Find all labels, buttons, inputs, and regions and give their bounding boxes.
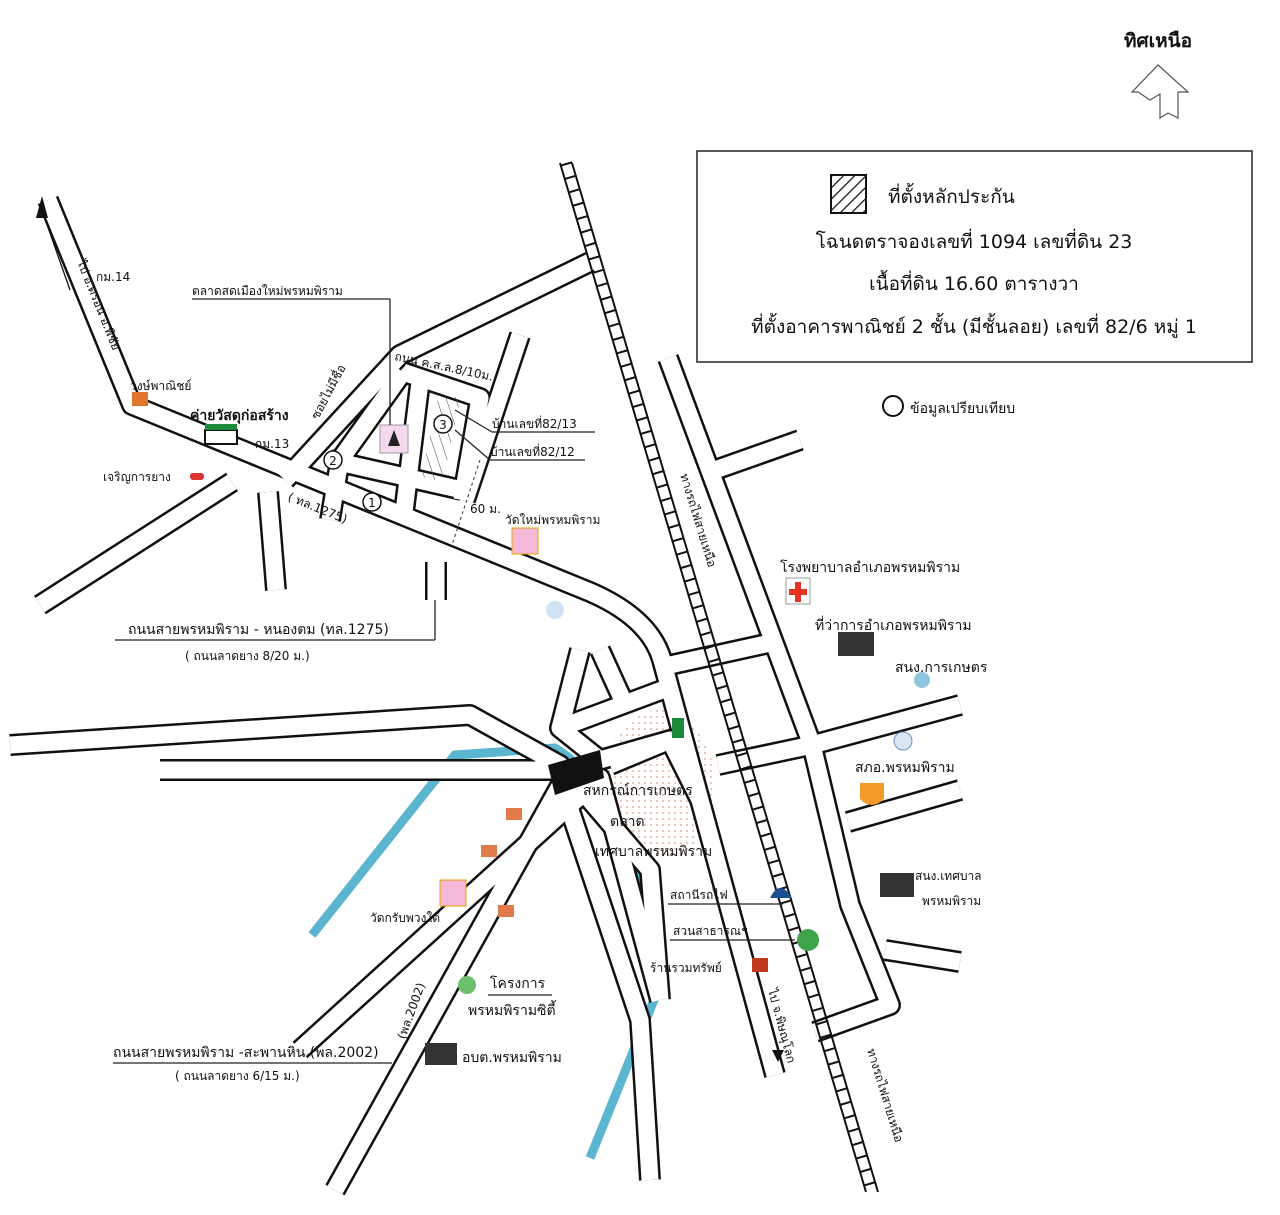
- house-icon: [506, 808, 522, 820]
- project-label-2: พรหมพิรามซิตี้: [468, 1000, 557, 1019]
- north-arrow-icon: [1130, 64, 1190, 120]
- road2002-spec: ( ถนนลาดยาง 6/15 ม.): [175, 1069, 300, 1083]
- coop-label: สหกรณ์การเกษตร: [583, 782, 693, 799]
- legend-collateral: ที่ตั้งหลักประกัน: [888, 183, 1015, 208]
- comparison-point-3: 3: [433, 414, 453, 434]
- house-8212-label: บ้านเลขที่82/12: [490, 443, 575, 459]
- police-label: สภอ.พรหมพิราม: [855, 760, 955, 776]
- warehouse-icon: [204, 429, 238, 445]
- railway: [559, 161, 879, 1194]
- railway-label-2: ทางรถไฟสายเหนือ: [864, 1047, 906, 1144]
- agri-office-label: สนง.การเกษตร: [895, 660, 988, 676]
- collateral-plot: [421, 393, 461, 482]
- park-icon: [797, 929, 819, 951]
- arrow-up-icon: [36, 196, 48, 218]
- legend-area: เนื้อที่ดิน 16.60 ตารางวา: [869, 270, 1079, 295]
- hatch-icon: [830, 174, 867, 214]
- district-office-label: ที่ว่าการอำเภอพรหมพิราม: [815, 616, 972, 634]
- project-label-1: โครงการ: [490, 975, 546, 992]
- comparison-circle-icon: [882, 395, 904, 417]
- house-icon-3: [498, 905, 514, 917]
- store-icon: [672, 718, 684, 738]
- muni-office-label-1: สนง.เทศบาล: [915, 869, 982, 883]
- arrow-down-icon: [772, 1050, 784, 1062]
- construction-shop-label: ค่ายวัสดุก่อสร้าง: [190, 408, 289, 424]
- road2002-name: ถนนสายพรหมพิราม -สะพานหิน (พล.2002): [113, 1045, 379, 1061]
- ruam-sap-label: ร้านรวมทรัพย์: [650, 961, 722, 975]
- project-icon: [458, 976, 476, 994]
- comparison-point-2: 2: [323, 450, 343, 470]
- house-8213-label: บ้านเลขที่82/13: [492, 415, 577, 431]
- park-label: สวนสาธารณฯ: [673, 924, 748, 938]
- wong-panich-label: วงษ์พาณิชย์: [130, 379, 191, 393]
- wat-mai-label: วัดใหม่พรหมพิราม: [505, 513, 600, 527]
- svg-text:3: 3: [439, 418, 447, 432]
- market-new-label: ตลาดสดเมืองใหม่พรหมพิราม: [192, 284, 343, 298]
- distance-marker: [451, 459, 481, 546]
- legend-box: [696, 150, 1253, 363]
- shop-icon: [132, 392, 148, 406]
- distance-label: 60 ม.: [470, 502, 501, 516]
- building-icon: [838, 632, 874, 656]
- comparison-point-1: 1: [362, 492, 382, 512]
- hospital-label: โรงพยาบาลอำเภอพรหมพิราม: [780, 559, 960, 576]
- km13-label: กม.13: [255, 437, 289, 451]
- train-icon: [770, 888, 792, 898]
- road1275-name: ถนนสายพรหมพิราม - หนองตม (ทล.1275): [128, 622, 389, 638]
- muni-office-label-2: พรหมพิราม: [922, 894, 981, 908]
- building-icon-2: [880, 873, 914, 897]
- house-icon-2: [481, 845, 497, 857]
- police-shield-icon: [860, 783, 884, 805]
- market-muni-label-2: เทศบาลพรหมพิราม: [595, 844, 712, 860]
- legend-deed: โฉนดตราจองเลขที่ 1094 เลขที่ดิน 23: [816, 228, 1133, 253]
- wat-rab-label: วัดกรับพวงใต้: [370, 911, 440, 925]
- svg-text:1: 1: [368, 496, 376, 510]
- bridge: [548, 750, 604, 795]
- road1275-spec: ( ถนนลาดยาง 8/20 ม.): [185, 649, 310, 663]
- legend-building: ที่ตั้งอาคารพาณิชย์ 2 ชั้น (มีชั้นลอย) เ…: [751, 313, 1197, 338]
- svg-text:2: 2: [329, 454, 337, 468]
- building-icon-3: [425, 1043, 457, 1065]
- station-label: สถานีรถไฟ: [670, 888, 728, 902]
- agri-icon: [914, 672, 930, 688]
- police-emblem-icon: [893, 731, 913, 751]
- temple-icon-2: [439, 879, 467, 907]
- obt-label: อบต.พรหมพิราม: [462, 1050, 562, 1066]
- market-muni-label-1: ตลาด: [610, 814, 645, 830]
- north-label: ทิศเหนือ: [1124, 30, 1192, 52]
- km14-label: กม.14: [96, 270, 130, 284]
- legend-comparison: ข้อมูลเปรียบเทียบ: [910, 401, 1015, 417]
- car-icon: [190, 473, 204, 480]
- charoen-tire-label: เจริญการยาง: [103, 470, 171, 484]
- gov-icon: [546, 601, 564, 619]
- temple-icon: [511, 527, 539, 555]
- shop-icon-2: [752, 958, 768, 972]
